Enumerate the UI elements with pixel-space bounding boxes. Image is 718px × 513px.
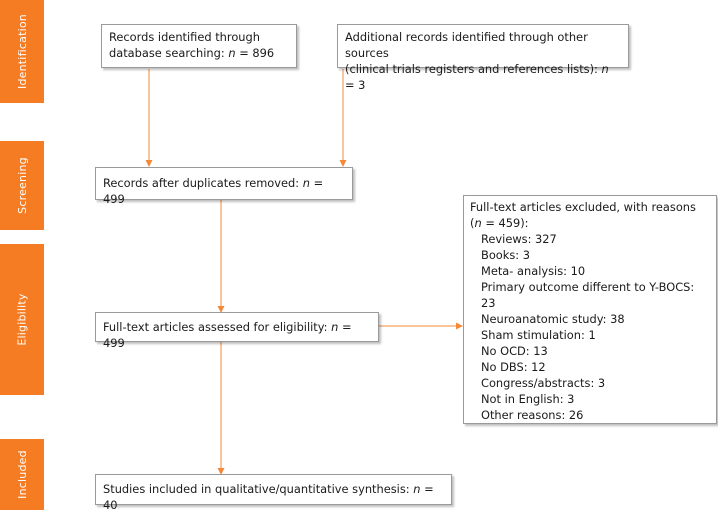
excluded-reason: Neuroanatomic study: 38 <box>481 312 625 326</box>
excluded-reason: Not in English: 3 <box>481 392 575 406</box>
excluded-line1: Full-text articles excluded, with reason… <box>470 200 696 214</box>
excluded-reasons-list: Reviews: 327 Books: 3 Meta- analysis: 10… <box>470 231 710 423</box>
box-fulltext-assessed: Full-text articles assessed for eligibil… <box>95 312 379 350</box>
excluded-reason: No OCD: 13 <box>481 344 548 358</box>
box-duplicates-removed: Records after duplicates removed: n = 49… <box>95 167 353 206</box>
stage-eligibility: Eligibility <box>0 244 44 395</box>
excluded-reason: Sham stimulation: 1 <box>481 328 596 342</box>
box-database-search: Records identified through database sear… <box>101 24 297 68</box>
excluded-reason: No DBS: 12 <box>481 360 546 374</box>
box-excluded: Full-text articles excluded, with reason… <box>463 195 717 424</box>
excluded-reason: Congress/abstracts: 3 <box>481 376 606 390</box>
other-sources-line2: (clinical trials registers and reference… <box>345 62 609 92</box>
excluded-reason: Primary outcome different to Y-BOCS: 23 <box>481 280 695 310</box>
other-sources-line1: Additional records identified through ot… <box>345 30 588 60</box>
studies-included-text: Studies included in qualitative/quantita… <box>103 482 434 512</box>
excluded-reason: Meta- analysis: 10 <box>481 264 586 278</box>
excluded-line2: (n = 459): <box>470 216 529 230</box>
stage-identification: Identification <box>0 0 44 103</box>
db-search-line2: database searching: n = 896 <box>109 46 275 60</box>
fulltext-assessed-text: Full-text articles assessed for eligibil… <box>103 320 352 350</box>
excluded-reason: Reviews: 327 <box>481 232 557 246</box>
box-studies-included: Studies included in qualitative/quantita… <box>95 474 452 512</box>
box-other-sources: Additional records identified through ot… <box>337 24 629 92</box>
db-search-line1: Records identified through <box>109 30 260 44</box>
excluded-reason: Other reasons: 26 <box>481 408 584 422</box>
stage-screening: Screening <box>0 141 44 230</box>
excluded-reason: Books: 3 <box>481 248 530 262</box>
duplicates-removed-text: Records after duplicates removed: n = 49… <box>103 176 324 206</box>
stage-included: Included <box>0 439 44 510</box>
